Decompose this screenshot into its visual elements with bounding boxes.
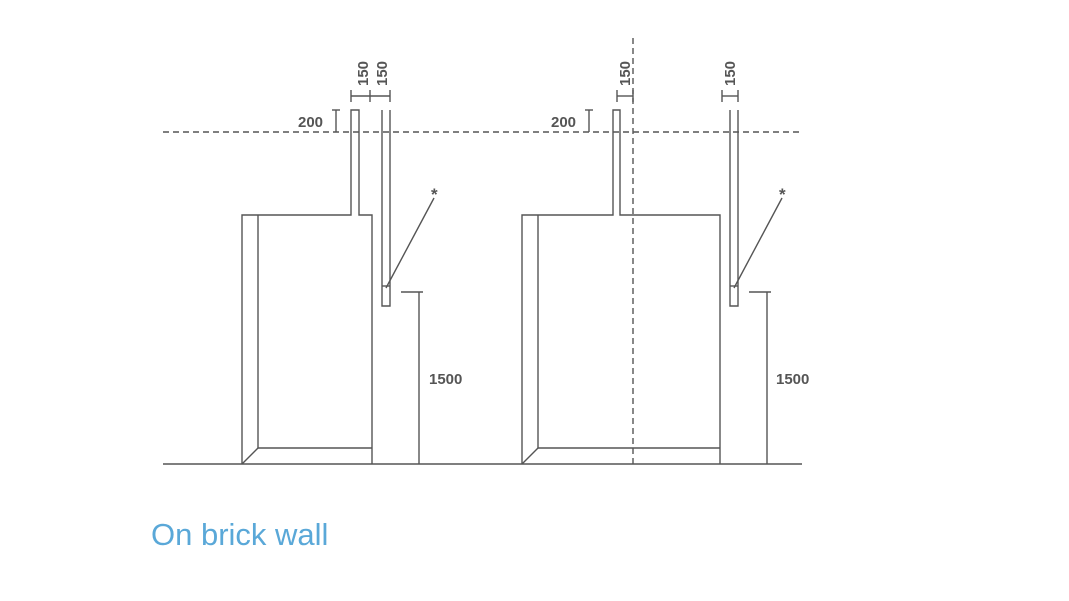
right-enclosure-base-bevel	[521, 447, 539, 465]
right-support-rail	[729, 110, 739, 307]
right-note-leader	[733, 197, 783, 289]
left-dim-top-a: 150	[355, 61, 372, 86]
left-dim-offset: 200	[298, 114, 323, 131]
left-enclosure-base-bevel	[241, 447, 259, 465]
right-dim-offset: 200	[551, 114, 576, 131]
left-note-leader	[385, 197, 435, 289]
left-enclosure-inner	[257, 215, 372, 449]
right-enclosure-inner	[537, 215, 720, 449]
right-dim-top-a: 150	[617, 61, 634, 86]
right-dim-top-b: 150	[722, 61, 739, 86]
figure-caption: On brick wall	[151, 517, 329, 552]
left-figure	[241, 90, 435, 465]
right-figure	[521, 38, 783, 465]
left-enclosure-outline	[241, 109, 373, 464]
left-note-marker: *	[431, 185, 438, 204]
left-dim-height: 1500	[429, 371, 462, 388]
left-dim-top-b: 150	[374, 61, 391, 86]
left-support-rail	[381, 110, 391, 307]
right-enclosure-outline	[521, 109, 721, 464]
right-note-marker: *	[779, 185, 786, 204]
right-dim-height: 1500	[776, 371, 809, 388]
